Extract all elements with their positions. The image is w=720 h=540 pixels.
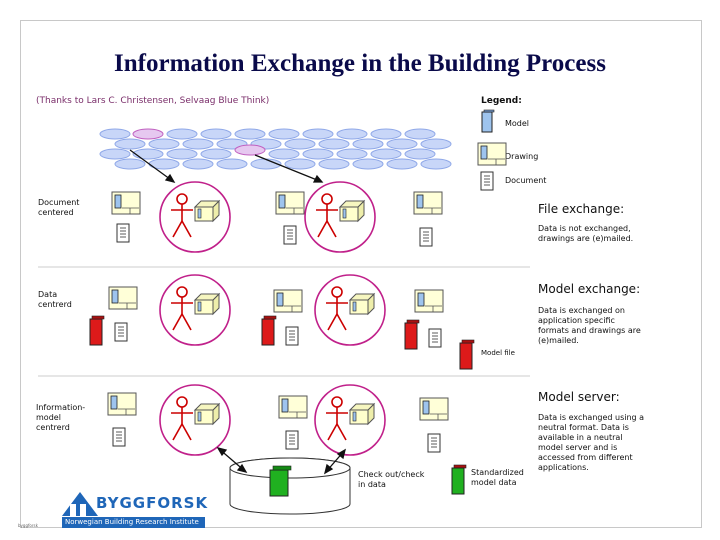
row1-description: Data is not exchanged, drawings are (e)m… [538, 224, 634, 243]
model-server [229, 457, 351, 515]
row3-left-label: Information- model centrerd [36, 403, 86, 432]
server-arrows [216, 446, 347, 475]
row2-heading: Model exchange: [538, 282, 641, 296]
row3-description: Data is exchanged using a neutral format… [538, 413, 645, 472]
row3-heading: Model server: [538, 390, 620, 404]
row2-left-label: Data centrerd [38, 290, 72, 309]
legend-model-label: Model [505, 119, 530, 128]
model-cloud [99, 128, 452, 170]
credit-text: (Thanks to Lars C. Christensen, Selvaag … [36, 96, 270, 106]
row1-left-label: Document centered [38, 198, 80, 217]
cloud-arrows [129, 149, 324, 184]
logo-name: BYGGFORSK [96, 494, 209, 512]
row3-diagram [107, 384, 449, 456]
checkout-label: Check out/check in data [358, 470, 425, 489]
slide-frame [20, 20, 702, 528]
standardized-label: Standardized model data [471, 468, 524, 487]
row2-description: Data is exchanged on application specifi… [538, 306, 641, 345]
legend-drawing-icon [477, 142, 507, 166]
row1-diagram [111, 181, 443, 253]
legend-document-icon [480, 171, 494, 191]
row2-diagram [89, 274, 475, 370]
logo-subtitle: Norwegian Building Research Institute [62, 517, 205, 528]
legend-drawing-label: Drawing [505, 152, 539, 161]
legend-title: Legend: [481, 96, 522, 106]
byggforsk-logo-icon [62, 492, 98, 516]
model-file-label: Model file [481, 349, 515, 357]
slide-title: Information Exchange in the Building Pro… [114, 50, 606, 77]
legend-document-label: Document [505, 176, 547, 185]
footer-text: byggforsk [18, 523, 38, 528]
row1-heading: File exchange: [538, 202, 625, 216]
standardized-model-green [451, 467, 465, 495]
legend-model-icon [481, 109, 495, 133]
